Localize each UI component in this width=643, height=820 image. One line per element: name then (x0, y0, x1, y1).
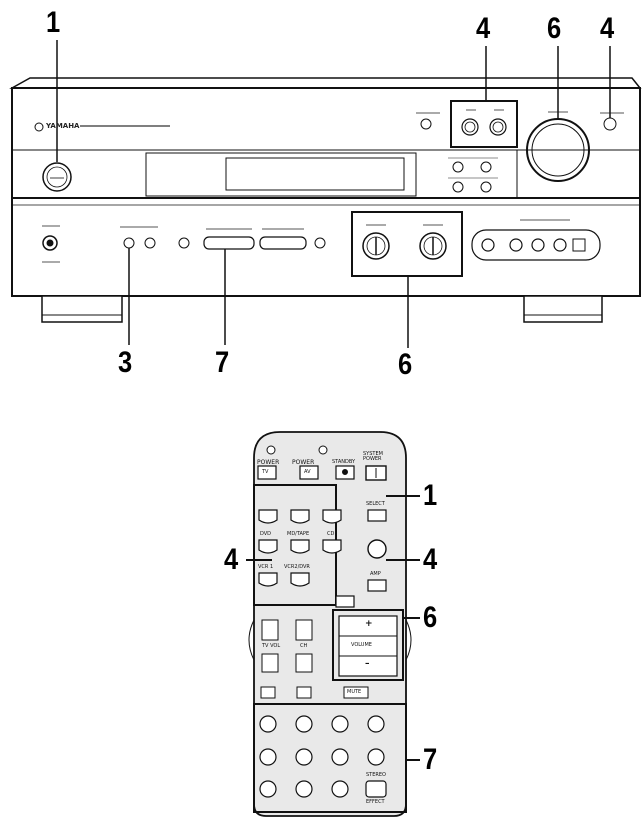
video-aux-panel (471, 229, 601, 261)
speakers-b-button (480, 161, 492, 173)
av-label: AV (304, 469, 311, 475)
dvd-button (258, 539, 278, 554)
power-tv-label: POWER (257, 459, 280, 466)
sound-field-frame (253, 703, 407, 813)
phones-jack (42, 235, 58, 251)
treble-knob (419, 232, 447, 260)
tv-power-button (257, 465, 277, 480)
ch-label: CH (300, 643, 308, 649)
receiver (9, 40, 642, 348)
effect-label: EFFECT (366, 799, 385, 805)
brand-label: YAMAHA (46, 122, 80, 130)
volume-label: VOLUME (351, 642, 372, 648)
callout-6-remote: 6 (423, 601, 438, 634)
mute-button (343, 686, 369, 699)
volume-rocker (338, 615, 398, 677)
speakers-a-button (452, 161, 464, 173)
input-extra-button (335, 595, 355, 608)
input-button-r1c1 (258, 509, 278, 524)
standby-label: STANDBY (332, 459, 356, 465)
memory-button (314, 237, 326, 249)
callout-4-remote-right: 4 (423, 543, 438, 576)
callout-3-receiver: 3 (118, 346, 133, 379)
bass-knob (362, 232, 390, 260)
receiver-foot-right (523, 295, 603, 323)
front-display (145, 152, 417, 197)
yamaha-logo-icon (34, 122, 44, 132)
callout-7-receiver: 7 (215, 346, 230, 379)
vcr2-label: VCR2/DVR (284, 564, 310, 570)
ext-decoder-button (367, 539, 387, 559)
amp-label: AMP (370, 571, 381, 577)
effect-remote-button (365, 780, 387, 798)
s-video-jack (481, 238, 495, 252)
input-selector-frame (450, 100, 518, 148)
select-label: SELECT (366, 501, 385, 507)
input-mode-button (420, 118, 432, 130)
tv-label: TV (262, 469, 269, 475)
input-button-r1c3 (322, 509, 342, 524)
cd-label: CD (327, 531, 335, 537)
receiver-foot-left (41, 295, 123, 323)
volume-frame (332, 609, 404, 681)
input-button-r1c2 (290, 509, 310, 524)
callout-4-receiver-effect: 4 (600, 12, 615, 45)
stereo-label: STEREO (366, 772, 386, 778)
tone-knob-frame (351, 211, 463, 277)
callout-6-receiver-tone: 6 (398, 348, 413, 381)
audio-l-jack (531, 238, 545, 252)
dvd-label: DVD (260, 531, 272, 537)
standby-on-button (42, 162, 72, 192)
callout-1-receiver: 1 (46, 6, 61, 39)
vcr2-dvr-button (290, 572, 310, 587)
remote-control (246, 431, 420, 817)
av-power-button (299, 465, 319, 480)
optical-jack (572, 238, 586, 252)
md-tape-label: MD/TAPE (287, 531, 310, 537)
program-button (480, 181, 492, 193)
tone-control-button (452, 181, 464, 193)
callout-4-remote-left: 4 (224, 543, 239, 576)
mute-label: MUTE (347, 689, 362, 695)
amp-button (367, 579, 387, 592)
select-button (367, 509, 387, 522)
callout-6-receiver-volume: 6 (547, 12, 562, 45)
preset-small-button (178, 237, 190, 249)
callout-4-receiver-input: 4 (476, 12, 491, 45)
input-left-button (461, 118, 479, 136)
input-right-button (489, 118, 507, 136)
preset-tuning-rocker (203, 236, 255, 250)
vol-minus-label: – (365, 659, 370, 669)
callout-1-remote: 1 (423, 479, 438, 512)
vol-plus-label: + (365, 619, 373, 629)
callout-7-remote: 7 (423, 743, 438, 776)
power-av-label: POWER (292, 459, 315, 466)
md-tape-button (290, 539, 310, 554)
cd-button (322, 539, 342, 554)
tuning-band-rocker (259, 236, 307, 250)
tv-vol-label: TV VOL (262, 643, 281, 649)
system-power-label: SYSTEM POWER (363, 451, 383, 462)
vcr1-button (258, 572, 278, 587)
vcr1-label: VCR 1 (258, 564, 274, 570)
speakers-small-button-b (144, 237, 156, 249)
video-jack (509, 238, 523, 252)
audio-r-jack (553, 238, 567, 252)
